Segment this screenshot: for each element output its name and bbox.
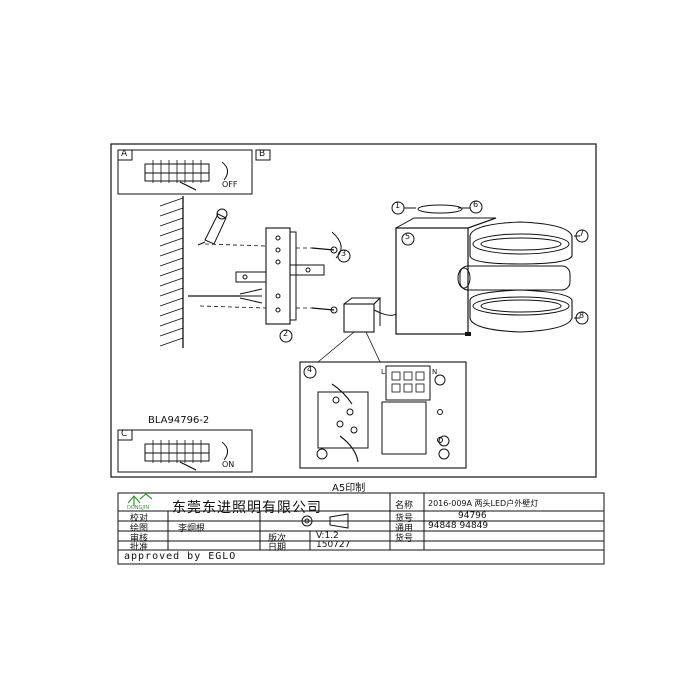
off-label: OFF bbox=[222, 180, 238, 189]
panel-c-label: C bbox=[121, 429, 128, 439]
callout-2: 2 bbox=[283, 329, 289, 338]
screw-icon bbox=[465, 332, 471, 336]
title-block bbox=[117, 492, 605, 565]
row2-left-label: 绘图 bbox=[130, 524, 149, 534]
row1-right-label: 名称 bbox=[395, 501, 414, 511]
callout-1: 1 bbox=[395, 201, 401, 210]
row4-left-label: 批准 bbox=[130, 543, 149, 553]
date-label: 日期 bbox=[268, 543, 287, 553]
paper-size-note: A5印制 bbox=[332, 483, 366, 494]
callout-8: 8 bbox=[579, 311, 585, 320]
company-name: 东莞东进照明有限公司 bbox=[172, 500, 322, 516]
terminal-l-label: L bbox=[381, 368, 385, 376]
model-code: BLA94796-2 bbox=[148, 415, 210, 426]
mounting-bracket bbox=[235, 227, 325, 325]
panel-c bbox=[117, 429, 253, 473]
item-number: 94796 bbox=[458, 511, 487, 521]
supply-cable bbox=[188, 288, 263, 304]
screw-icon bbox=[311, 231, 342, 259]
callout-6: 6 bbox=[473, 200, 479, 209]
common-item-numbers: 94848 94849 bbox=[428, 521, 489, 531]
wall-section bbox=[159, 196, 184, 348]
junction-box bbox=[317, 297, 397, 363]
on-label: ON bbox=[222, 460, 235, 469]
drawing-frame bbox=[110, 143, 597, 478]
company-logo-icon bbox=[127, 493, 153, 506]
version-label: 版次 bbox=[268, 534, 287, 544]
date-value: 150727 bbox=[316, 540, 351, 550]
row3-left-label: 审核 bbox=[130, 534, 149, 544]
row3-right-label: 通用 bbox=[395, 524, 414, 534]
projection-symbol-icon bbox=[296, 513, 349, 529]
lamp-housing bbox=[395, 217, 497, 335]
callout-7: 7 bbox=[579, 229, 585, 238]
row1-left-label: 校对 bbox=[130, 514, 149, 524]
panel-b-tab bbox=[255, 149, 271, 161]
lamp-collar bbox=[457, 265, 571, 291]
row4-right-label: 货号 bbox=[395, 534, 414, 544]
lamp-head-top bbox=[469, 221, 573, 265]
product-name: 2016-009A 两头LED户外壁灯 bbox=[428, 499, 539, 508]
turn-arrow-c bbox=[221, 441, 228, 461]
terminal-n-label: N bbox=[432, 368, 438, 376]
wiring-detail bbox=[299, 361, 467, 469]
version-value: V:1.2 bbox=[316, 531, 339, 541]
callout-4: 4 bbox=[307, 365, 313, 374]
terminal-block-a bbox=[144, 160, 210, 183]
lamp-head-bottom bbox=[469, 289, 573, 333]
panel-a bbox=[117, 149, 253, 195]
panel-b-label: B bbox=[259, 149, 266, 159]
logo-text: DONGJIN bbox=[127, 505, 150, 511]
row2-right-label: 货号 bbox=[395, 514, 414, 524]
turn-arrow-a bbox=[221, 161, 228, 181]
panel-a-label: A bbox=[121, 149, 128, 159]
wall-plug-icon bbox=[197, 208, 228, 246]
drafter-name: 李炯根 bbox=[178, 524, 206, 534]
screw-icon bbox=[311, 306, 338, 314]
callout-5: 5 bbox=[405, 232, 411, 241]
approved-by: approved by EGLO bbox=[124, 551, 237, 562]
callout-3: 3 bbox=[341, 249, 347, 258]
